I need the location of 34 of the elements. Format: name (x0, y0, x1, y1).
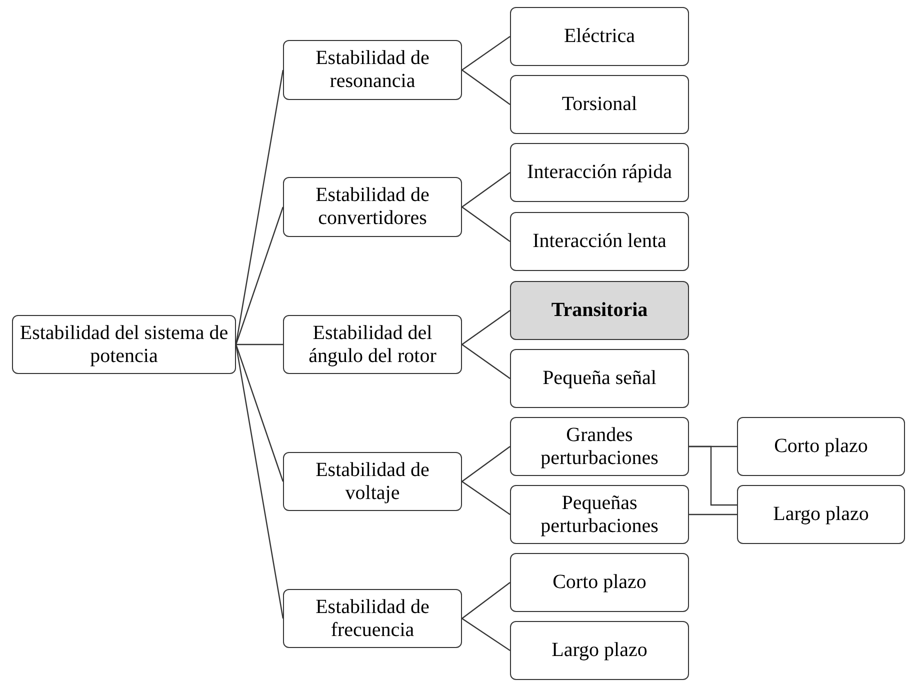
node-box: Pequeñas perturbaciones (510, 485, 689, 544)
node-box: Estabilidad del sistema de potencia (12, 315, 236, 374)
node-box: Largo plazo (737, 485, 905, 544)
connector-line (462, 172, 510, 208)
node-box: Largo plazo (510, 621, 689, 680)
node-box: Estabilidad de resonancia (283, 40, 462, 100)
node-box: Transitoria (510, 281, 689, 340)
connector-line (689, 514, 737, 516)
connector-line (462, 36, 510, 70)
connector-line (462, 582, 510, 619)
connector-line (462, 344, 510, 379)
node-box: Corto plazo (510, 553, 689, 612)
node-box: Grandes perturbaciones (510, 417, 689, 476)
connector-line (462, 310, 510, 345)
connector-line (235, 70, 284, 345)
connector-line (462, 481, 510, 515)
node-box: Estabilidad de voltaje (283, 452, 462, 511)
node-box: Estabilidad del ángulo del rotor (283, 315, 462, 374)
node-box: Interacción lenta (510, 212, 689, 271)
node-box: Estabilidad de frecuencia (283, 589, 462, 648)
connector-line (235, 344, 284, 619)
connector-line (235, 344, 284, 482)
connector-line (462, 70, 510, 105)
connector-line (462, 446, 510, 482)
node-box: Corto plazo (737, 417, 905, 476)
node-box: Eléctrica (510, 7, 689, 66)
node-box: Torsional (510, 75, 689, 134)
node-box: Interacción rápida (510, 143, 689, 202)
node-box: Pequeña señal (510, 349, 689, 408)
node-box: Estabilidad de convertidores (283, 177, 462, 237)
connector-line (236, 344, 283, 346)
connector-line (235, 206, 284, 345)
connector-line (462, 206, 510, 242)
connector-line (462, 618, 510, 651)
